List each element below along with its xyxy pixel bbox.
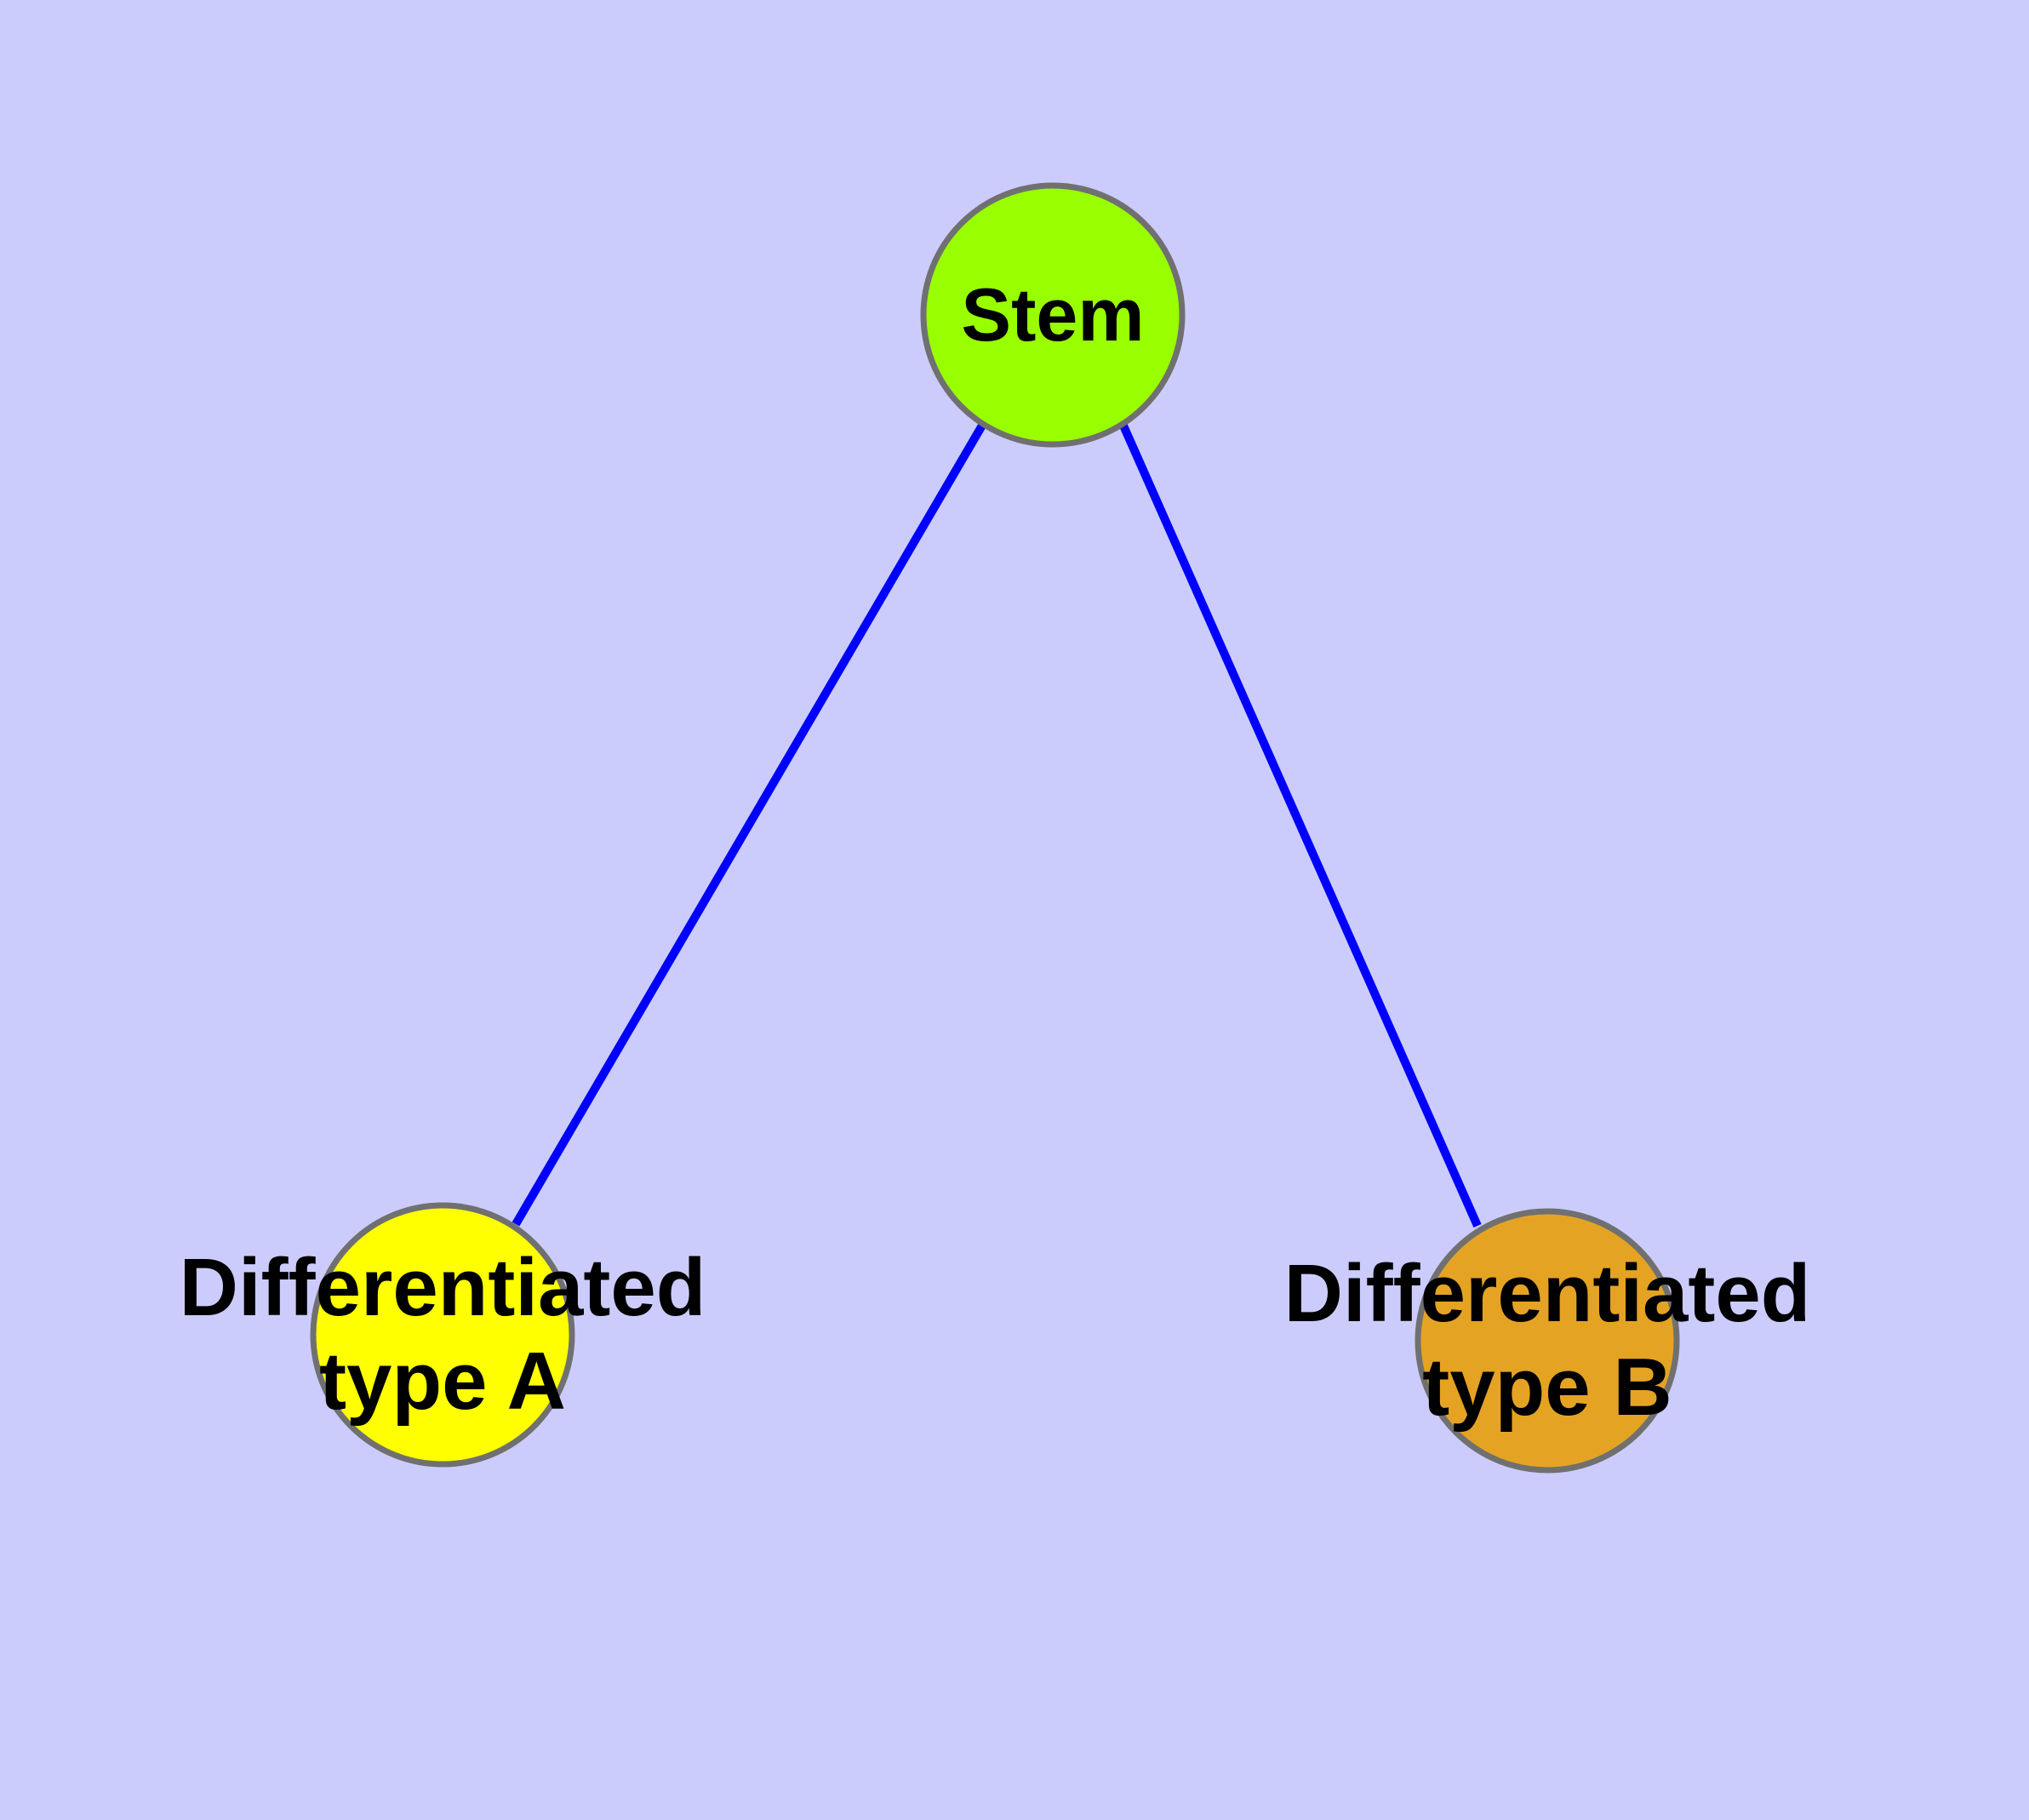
nodes-layer — [310, 182, 1680, 1474]
node-stem[interactable] — [920, 182, 1186, 448]
node-label-line: Stem — [961, 272, 1144, 357]
edges-layer — [512, 421, 1482, 1228]
edge-stem-to-differentiated-type-a — [512, 421, 987, 1227]
node-differentiated-type-b[interactable] — [1415, 1208, 1680, 1474]
node-label-line: type B — [1422, 1342, 1672, 1433]
node-label-line: type A — [319, 1336, 566, 1427]
node-label-stem: Stem — [961, 272, 1144, 357]
node-label-line: Differentiated — [1284, 1248, 1811, 1339]
node-differentiated-type-a[interactable] — [310, 1202, 575, 1468]
node-label-line: Differentiated — [180, 1242, 706, 1333]
edge-stem-to-differentiated-type-b — [1119, 423, 1482, 1228]
